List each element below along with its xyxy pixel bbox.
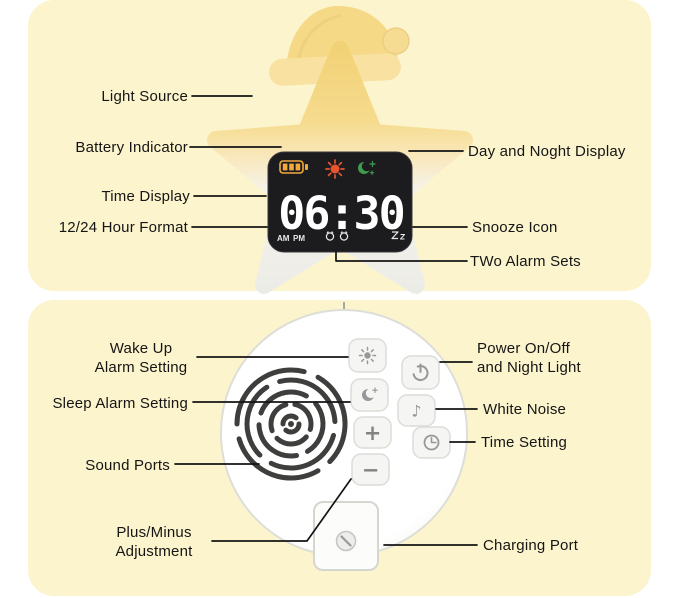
white-noise-button: ♪	[397, 394, 436, 427]
snooze-zz-icon	[391, 231, 405, 240]
label-snooze-icon: Snooze Icon	[472, 219, 558, 236]
label-charging-port: Charging Port	[483, 537, 579, 554]
label-wake-up-alarm: Wake Up Alarm Setting	[94, 340, 188, 376]
label-hour-format: 12/24 Hour Format	[58, 219, 188, 236]
speaker-sound-ports	[234, 367, 348, 481]
wake-sun-icon	[358, 346, 377, 365]
night-cap-cone	[286, 6, 399, 70]
day-sun-icon	[325, 159, 345, 179]
power-icon	[412, 363, 429, 381]
label-day-night-display: Day and Noght Display	[468, 143, 626, 160]
label-time-setting: Time Setting	[481, 434, 568, 451]
callout-line-plus-minus	[211, 478, 352, 542]
music-note-icon: ♪	[411, 402, 421, 421]
clock-display: 06:30 AM PM	[267, 151, 413, 253]
display-bezel	[267, 151, 413, 253]
label-white-noise: White Noise	[483, 401, 567, 418]
plus-button: +	[353, 416, 392, 449]
power-night-light-button	[401, 355, 440, 390]
label-power: Power On/Off and Night Light	[477, 340, 581, 376]
time-display-value: 06:30	[278, 187, 403, 240]
am-indicator: AM	[277, 234, 290, 243]
sleep-moon-icon	[362, 387, 378, 401]
night-cap-pompom	[382, 27, 410, 55]
label-battery-indicator: Battery Indicator	[75, 139, 188, 156]
minus-button: −	[351, 453, 390, 486]
charging-port	[313, 501, 379, 571]
plus-icon: +	[364, 421, 382, 445]
label-two-alarm-sets: TWo Alarm Sets	[470, 253, 581, 270]
wake-up-alarm-button	[348, 338, 387, 373]
label-time-display: Time Display	[101, 188, 190, 205]
clock-icon	[423, 434, 440, 451]
label-light-source: Light Source	[101, 88, 188, 105]
label-sleep-alarm: Sleep Alarm Setting	[52, 395, 188, 412]
sleep-alarm-button	[350, 378, 389, 412]
night-moon-icon	[358, 160, 376, 175]
alarm-1-icon	[325, 231, 335, 241]
minus-icon: −	[362, 458, 380, 482]
battery-indicator-icon	[279, 160, 308, 174]
label-plus-minus: Plus/Minus Adjustment	[115, 524, 193, 560]
time-setting-button	[412, 426, 451, 459]
callout-line-two-alarm-sets	[335, 251, 468, 262]
screw-slot	[340, 535, 352, 547]
front-clock-illustration: 06:30 AM PM	[207, 6, 473, 294]
callout-lines	[174, 95, 478, 546]
label-sound-ports: Sound Ports	[85, 457, 170, 474]
pm-indicator: PM	[293, 234, 305, 243]
night-cap-crease	[296, 14, 342, 64]
alarm-2-icon	[339, 231, 349, 241]
back-clock-illustration: + − ♪	[220, 302, 468, 571]
